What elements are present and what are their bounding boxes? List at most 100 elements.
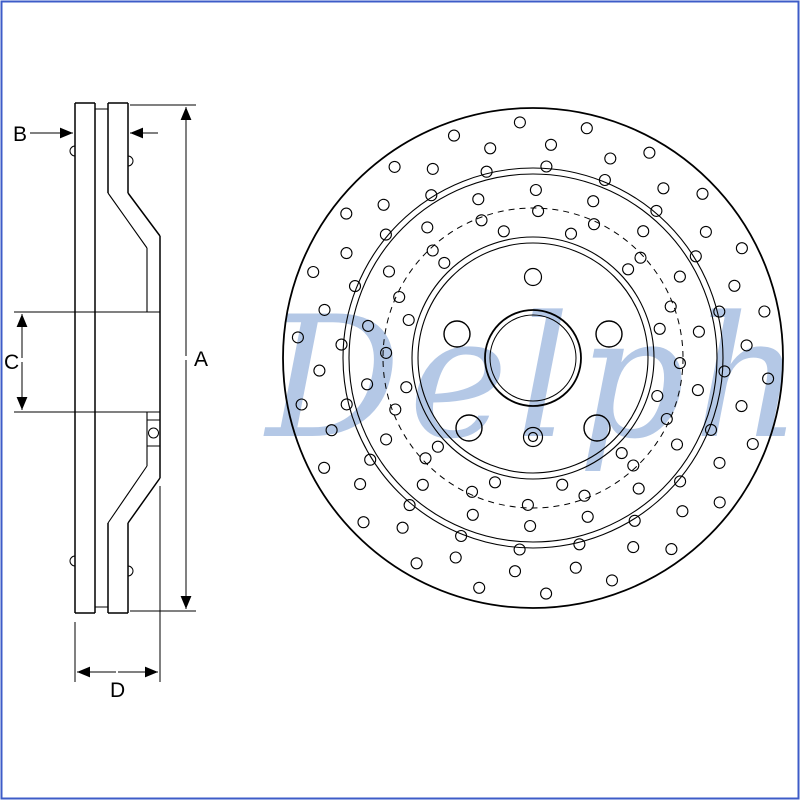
drill-hole	[431, 440, 444, 453]
drill-hole	[673, 357, 686, 370]
drill-hole	[318, 303, 331, 316]
dimension-b-label: B	[13, 123, 27, 146]
bolt-holes	[443, 320, 623, 442]
drill-hole	[425, 189, 438, 202]
drill-hole	[389, 403, 402, 416]
dimension-a: A	[130, 104, 208, 612]
drill-hole	[718, 365, 731, 378]
drill-hole	[410, 557, 423, 570]
locating-pin-hole-inner	[527, 431, 539, 443]
drill-hole	[651, 389, 664, 403]
friction-band-inner-ring-outer	[342, 167, 724, 549]
drill-hole	[340, 207, 353, 220]
drill-hole	[564, 227, 578, 240]
drill-hole	[354, 478, 367, 491]
drill-hole	[587, 218, 601, 231]
drill-hole	[628, 514, 641, 527]
drill-hole	[544, 138, 558, 151]
drill-hole	[615, 447, 628, 460]
drill-hole	[364, 453, 377, 466]
drill-hole	[400, 381, 413, 394]
drill-hole	[556, 478, 569, 491]
drill-hole	[627, 541, 640, 554]
drill-hole	[508, 565, 522, 578]
drill-hole	[318, 461, 331, 474]
drill-hole	[735, 400, 748, 413]
dimension-c: C	[4, 311, 152, 413]
drill-hole	[540, 160, 553, 173]
section-outline	[74, 102, 161, 614]
drill-hole	[447, 129, 461, 142]
section-drill-notches	[69, 145, 134, 577]
drill-hole	[713, 305, 726, 318]
drill-hole	[313, 364, 326, 377]
drill-hole	[632, 482, 645, 495]
drill-hole	[393, 290, 406, 304]
bolt-hole	[443, 320, 471, 348]
drill-hole	[598, 173, 611, 187]
drill-hole	[696, 187, 709, 200]
dimension-c-label: C	[4, 351, 19, 374]
disc-outer-edge	[282, 107, 784, 609]
drill-holes	[291, 116, 775, 600]
drill-hole	[484, 142, 497, 155]
drill-hole	[488, 476, 502, 489]
drill-hole	[634, 251, 647, 264]
drill-hole	[388, 160, 401, 173]
drill-hole	[380, 346, 393, 359]
bolt-hole	[583, 414, 611, 442]
drill-hole	[699, 225, 712, 238]
drill-hole	[762, 372, 775, 385]
front-view	[282, 107, 784, 609]
drill-hole	[713, 496, 726, 509]
drill-hole	[674, 475, 687, 488]
drill-hole	[524, 519, 537, 533]
drill-hole	[361, 378, 374, 391]
drill-hole	[402, 313, 415, 327]
drill-hole	[664, 300, 677, 313]
drill-hole	[295, 398, 308, 411]
drill-hole	[569, 561, 582, 574]
drill-hole	[746, 437, 759, 451]
dimension-a-label: A	[194, 348, 208, 371]
drill-hole	[643, 146, 656, 159]
drill-hole	[438, 256, 451, 269]
drill-hole	[465, 485, 479, 498]
delphi-watermark: Delphi	[263, 280, 800, 476]
drill-hole	[728, 279, 741, 292]
drill-hole	[513, 543, 526, 556]
drill-hole	[377, 198, 390, 211]
drill-hole	[325, 424, 338, 437]
drill-hole	[421, 221, 434, 234]
drill-hole	[382, 265, 396, 278]
drill-hole	[692, 325, 705, 338]
drill-hole	[540, 587, 553, 600]
center-bore	[484, 309, 582, 407]
drill-hole	[416, 478, 429, 491]
drill-hole	[380, 433, 393, 446]
drill-hole	[357, 516, 370, 529]
drill-hole	[676, 505, 689, 518]
drill-hole	[704, 423, 718, 436]
drill-hole	[455, 529, 468, 543]
drill-hole	[650, 204, 663, 217]
hub-edge-inner	[417, 242, 649, 474]
drill-hole	[605, 574, 619, 587]
drill-hole	[340, 247, 353, 260]
drill-hole	[758, 305, 771, 318]
bolt-hole	[455, 414, 483, 442]
drill-hole	[403, 499, 416, 512]
drill-hole	[472, 193, 485, 206]
drill-hole	[665, 543, 678, 556]
drill-hole	[604, 152, 617, 165]
drill-hole	[307, 265, 320, 279]
drill-hole	[362, 319, 375, 332]
drill-hole	[497, 225, 510, 238]
drill-hole	[587, 195, 600, 208]
drill-hole	[657, 182, 670, 195]
drill-hole	[637, 225, 650, 238]
drill-hole	[532, 205, 545, 218]
drill-hole	[480, 165, 493, 178]
bolt-hole	[595, 320, 623, 348]
